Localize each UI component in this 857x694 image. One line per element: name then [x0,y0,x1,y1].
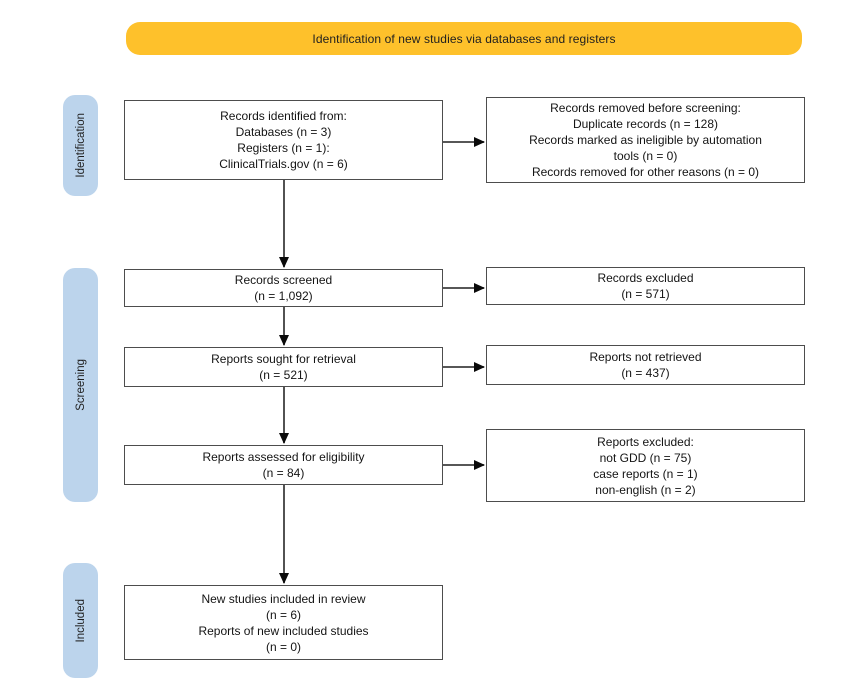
box-new-studies-included: New studies included in review (n = 6) R… [124,585,443,660]
stage-screening-label: Screening [74,359,87,411]
box-records-screened: Records screened (n = 1,092) [124,269,443,307]
stage-bar-included: Included [63,563,98,678]
box-reports-assessed: Reports assessed for eligibility (n = 84… [124,445,443,485]
title-banner: Identification of new studies via databa… [126,22,802,55]
stage-identification-label: Identification [74,113,87,178]
box-reports-not-retrieved: Reports not retrieved (n = 437) [486,345,805,385]
box-reports-excluded: Reports excluded: not GDD (n = 75) case … [486,429,805,502]
stage-bar-identification: Identification [63,95,98,196]
box-records-identified: Records identified from: Databases (n = … [124,100,443,180]
box-records-excluded: Records excluded (n = 571) [486,267,805,305]
box-records-removed-before-screening: Records removed before screening: Duplic… [486,97,805,183]
stage-included-label: Included [74,598,87,643]
box-reports-sought: Reports sought for retrieval (n = 521) [124,347,443,387]
stage-bar-screening: Screening [63,268,98,502]
